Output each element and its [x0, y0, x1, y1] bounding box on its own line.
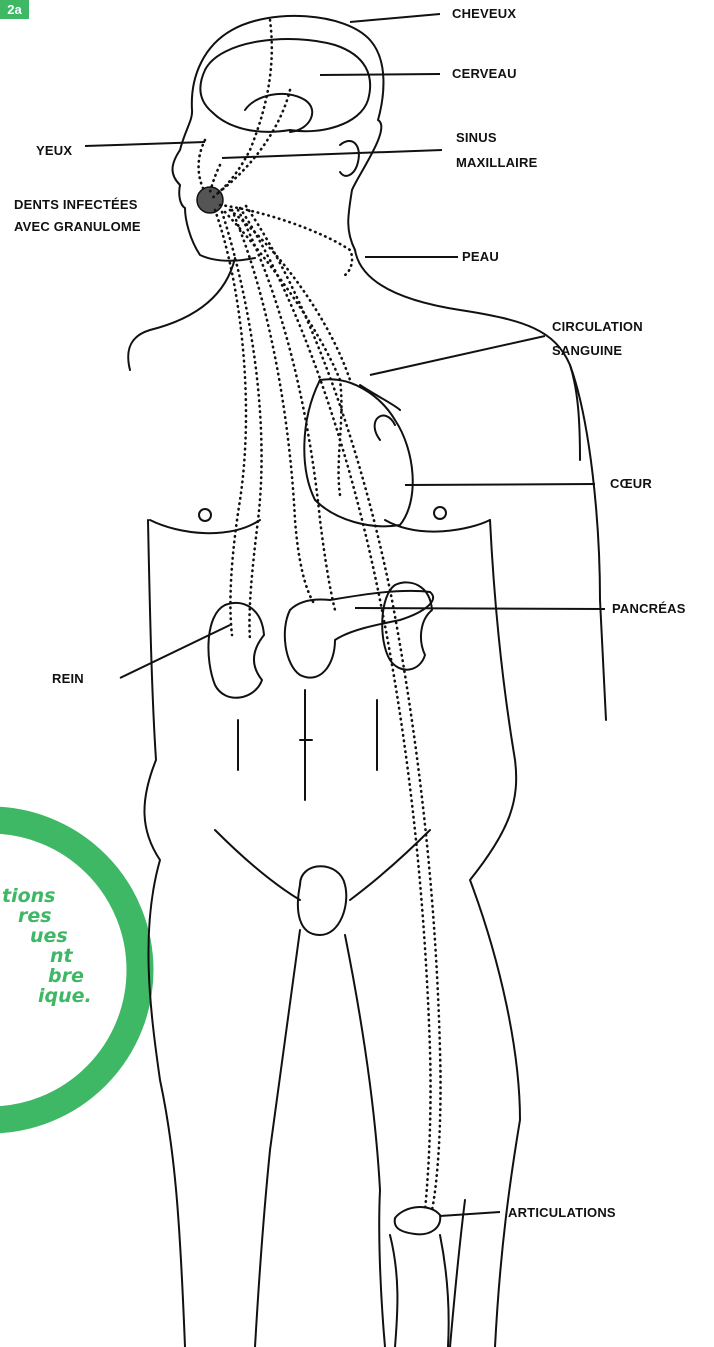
label-peau: PEAU	[462, 248, 499, 266]
label-circulation-line2: SANGUINE	[552, 342, 622, 360]
label-cerveau: CERVEAU	[452, 65, 517, 83]
label-yeux: YEUX	[36, 142, 72, 160]
label-rein: REIN	[52, 670, 84, 688]
ear	[340, 141, 359, 176]
neck-shoulders	[128, 250, 580, 460]
torso-outline	[144, 520, 520, 1347]
label-sinus-line2: MAXILLAIRE	[456, 154, 537, 172]
callout-line: tions	[0, 886, 110, 906]
callout-line: nt	[0, 946, 110, 966]
pathway-hair	[210, 20, 272, 200]
figure-number-badge: 2a	[0, 0, 29, 19]
pathway-heart	[225, 212, 341, 495]
kidney-right	[382, 582, 432, 669]
leader-cheveux	[350, 14, 440, 22]
leader-yeux	[85, 142, 205, 146]
label-dents-line2: AVEC GRANULOME	[14, 218, 141, 236]
pathway-joint	[240, 208, 431, 1210]
callout-line: bre	[0, 966, 110, 986]
knee	[395, 1207, 441, 1234]
label-sinus-line1: SINUS	[456, 129, 497, 147]
callout-line: ues	[0, 926, 110, 946]
leader-articulations	[440, 1212, 500, 1216]
leader-circulation	[370, 336, 545, 375]
pancreas	[285, 591, 433, 678]
legs	[255, 930, 465, 1347]
leader-cerveau	[320, 74, 440, 75]
callout-line: ique.	[0, 986, 110, 1006]
leader-sinus	[222, 150, 442, 158]
label-dents-line1: DENTS INFECTÉES	[14, 196, 138, 214]
callout-line: res	[0, 906, 110, 926]
arm	[570, 365, 606, 720]
label-coeur: CŒUR	[610, 475, 652, 493]
leader-pancreas	[355, 608, 605, 609]
pathway-eye	[199, 140, 205, 192]
callout-text: tions res ues nt bre ique.	[0, 886, 110, 1006]
leader-coeur	[405, 484, 595, 485]
brain-outline	[200, 39, 370, 132]
leader-rein	[120, 625, 230, 678]
label-articulations: ARTICULATIONS	[508, 1204, 616, 1222]
label-cheveux: CHEVEUX	[452, 5, 516, 23]
label-circulation-line1: CIRCULATION	[552, 318, 643, 336]
pelvis	[215, 830, 430, 900]
label-pancreas: PANCRÉAS	[612, 600, 686, 618]
kidney-left	[208, 603, 264, 698]
